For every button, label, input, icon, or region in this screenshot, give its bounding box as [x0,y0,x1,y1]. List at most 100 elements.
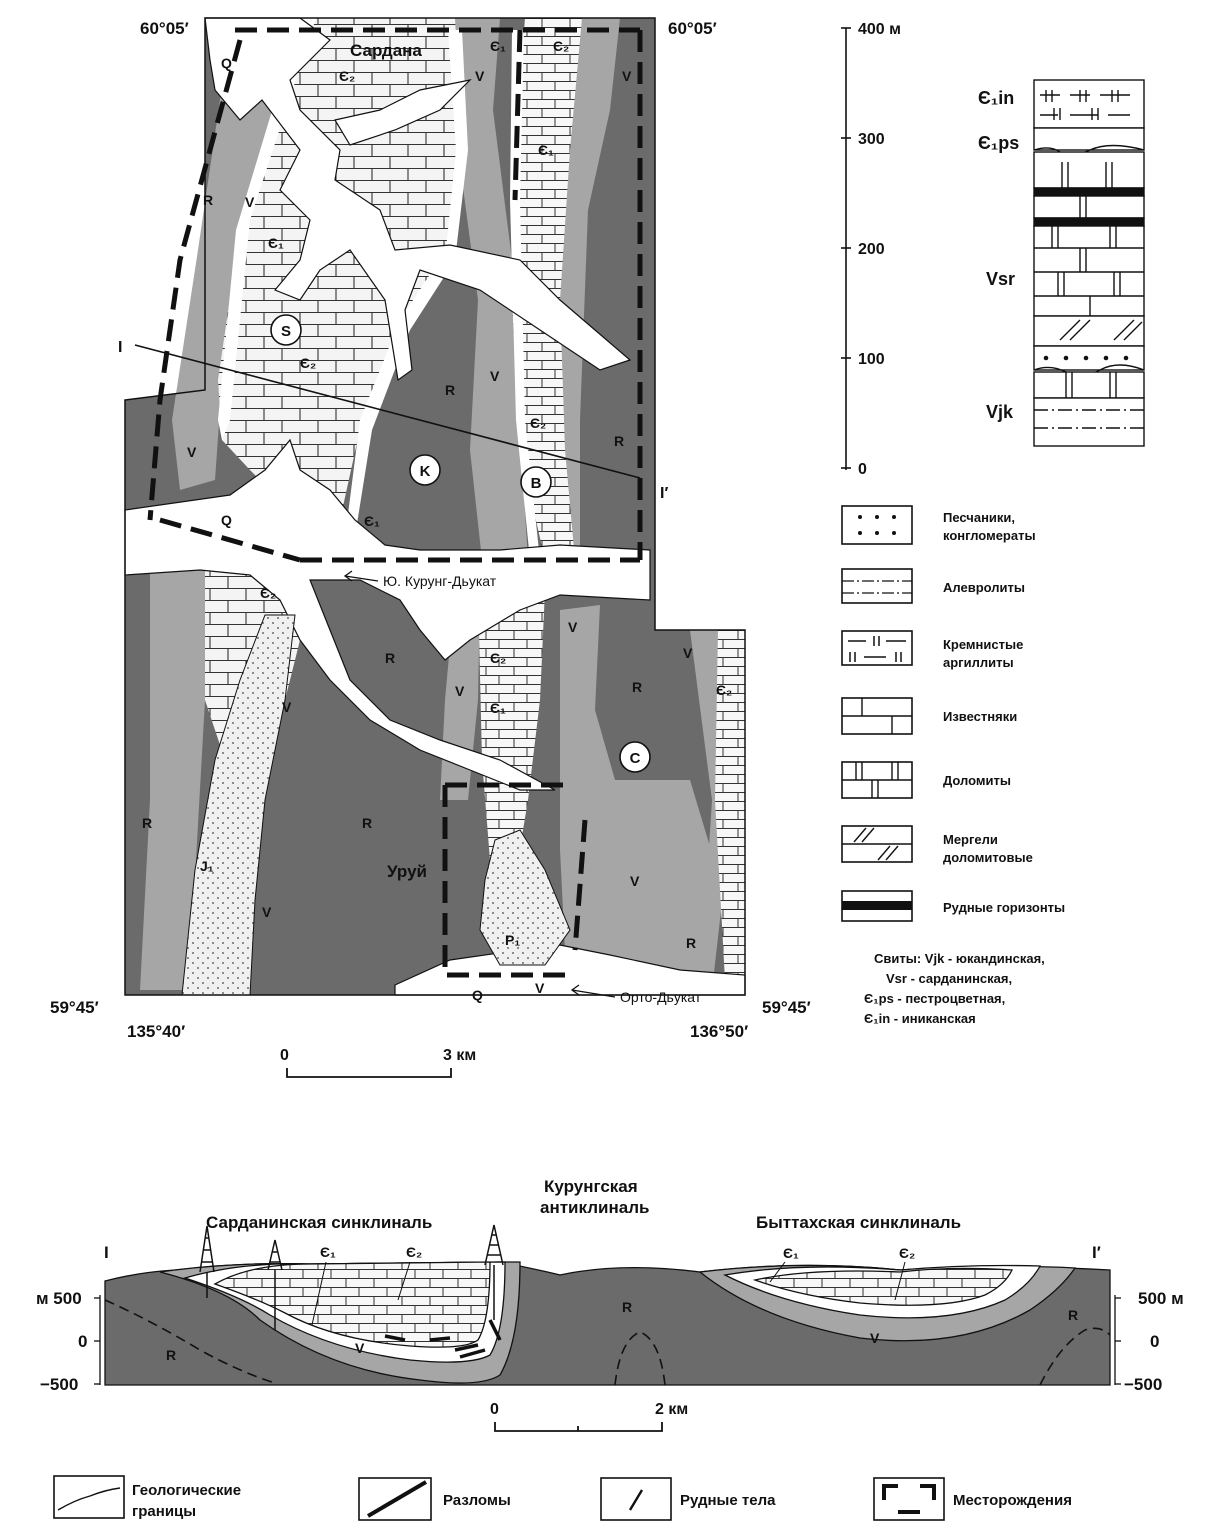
legend-marl-label-2: доломитовые [943,850,1033,865]
legend-item-deposit: Месторождения [873,1477,1072,1521]
label-V-12: V [535,980,545,996]
suites-line-2: Vsr - сарданинская, [886,971,1012,986]
section-axes [94,1295,1121,1385]
label-E1-5: Є₁ [490,700,506,716]
label-E2-7: Є₂ [716,682,732,698]
lithology-legend: Песчаники, конгломераты Алевролиты Кремн… [841,505,1065,1026]
legend-siliceous-label-1: Кремнистые [943,637,1023,652]
legend-deposit-label: Месторождения [953,1492,1072,1509]
section-label-R-1: R [166,1347,176,1363]
arrow-south-kurung [343,570,379,582]
formation-vjk: Vjk [986,402,1014,422]
circle-S-label: S [281,323,291,340]
label-R-8: R [686,935,696,951]
label-R-3: R [614,433,624,449]
section-dashed-contacts [104,1299,1111,1386]
section-end-right: I′ [1092,1243,1101,1262]
map-unit-P1-area [479,829,571,966]
label-R-1: R [203,192,213,208]
place-uruy: Уруй [387,862,427,881]
label-V-9: V [282,699,292,715]
section-label-V-sardana: V [355,1340,365,1356]
circle-C-label: C [630,750,641,767]
label-R-7: R [362,815,372,831]
label-V-6: V [568,619,578,635]
label-V-7: V [683,645,693,661]
legend-siliceous-label-2: аргиллиты [943,655,1014,670]
cross-section: Курунгская антиклиналь Сарданинская синк… [36,1177,1184,1432]
depth-tick-100: 100 [858,351,885,368]
map-panel: I I′ 60°05′ 60°05′ 59°45′ 59°45′ 135°40′… [50,17,811,1078]
section-axis-right-neg500: −500 [1124,1375,1162,1394]
suites-line-4: Є₁in - иниканская [864,1011,976,1026]
map-unit-Q-alluvium [124,17,746,996]
label-V-11: V [262,904,272,920]
label-R-6: R [142,815,152,831]
section-title-kurung-1: Курунгская [544,1177,638,1196]
section-title-byttakh: Быттахская синклиналь [756,1213,961,1232]
fault-icon [358,1477,432,1521]
legend-item-limestone: Известняки [841,697,1017,735]
depth-tick-0: 0 [858,461,867,478]
section-axis-left-500: м 500 [36,1289,82,1308]
marl-icon [841,825,913,863]
map-unit-letters: Q Q Q R R R R R R R R V V V V V V V V V … [142,38,732,1003]
section-leaders [311,1261,906,1326]
label-V-4: V [490,368,500,384]
suites-note: Свиты: Vjk - юкандинская, Vsr - сарданин… [864,951,1045,1026]
coord-top-left: 60°05′ [140,19,189,38]
label-E2-3: Є₂ [300,355,316,371]
section-line-end-label: I′ [660,485,668,502]
drill-rig-icon [267,1239,283,1330]
limestone-icon [841,697,913,735]
section-line-start-label: I [118,339,122,356]
label-V-1: V [245,194,255,210]
map-frame [124,17,746,996]
legend-fault-label: Разломы [443,1492,511,1509]
deposit-icon [873,1477,945,1521]
section-label-R-2: R [622,1299,632,1315]
section-unit-E2-sardana [213,1261,491,1348]
map-unit-E2-east-edge [715,630,745,980]
legend-item-ore-horizon: Рудные горизонты [841,890,1065,922]
section-label-E1-byttakh: Є₁ [783,1245,799,1261]
label-E1-1: Є₁ [490,38,506,54]
place-sardana: Сардана [350,41,422,60]
map-unit-E2-sardana-block [218,18,462,520]
map-unit-V-band-east [558,18,620,560]
ore-body-icon [600,1477,672,1521]
legend-item-marl: Мергели доломитовые [841,825,1033,865]
legend-dolomite-label: Доломиты [943,773,1011,788]
legend-item-ore-body: Рудные тела [600,1477,776,1521]
legend-siltstone-label: Алевролиты [943,580,1025,595]
legend-geologic-label-1: Геологические [132,1482,241,1499]
dolomite-icon [841,761,913,799]
suites-line-3: Є₁ps - пестроцветная, [864,991,1005,1006]
legend-sandstone-label-1: Песчаники, [943,510,1015,525]
legend-limestone-label: Известняки [943,709,1017,724]
map-faults [147,27,643,978]
formation-e1in: Є₁in [978,88,1014,108]
deposit-circle-S: S [270,314,302,346]
label-E1-4: Є₁ [364,513,380,529]
label-J1: J₁ [200,858,214,874]
arrow-orto [570,984,616,998]
coord-bottom-right: 59°45′ [762,998,811,1017]
legend-item-geologic-boundary: Геологические границы [53,1475,241,1520]
geologic-boundary-icon [53,1475,125,1519]
bottom-legend: Геологические границы Разломы Рудные тел… [53,1475,1072,1521]
formation-vsr: Vsr [986,269,1015,289]
depth-tick-300: 300 [858,131,885,148]
strat-column: 400 м 300 200 100 0 [841,21,1145,478]
section-ore-bodies [384,1319,502,1359]
formation-e1ps: Є₁ps [978,133,1019,153]
section-axis-left-neg500: −500 [40,1375,78,1394]
section-unit-E2-byttakh [752,1267,1013,1306]
section-end-left: I [104,1243,109,1262]
label-V-3: V [622,68,632,84]
label-R-2: R [445,382,455,398]
column-sandstone-dots [1043,355,1129,361]
section-axis-right-500: 500 м [1138,1289,1184,1308]
label-R-4: R [385,650,395,666]
label-E2-6: Є₂ [490,650,506,666]
